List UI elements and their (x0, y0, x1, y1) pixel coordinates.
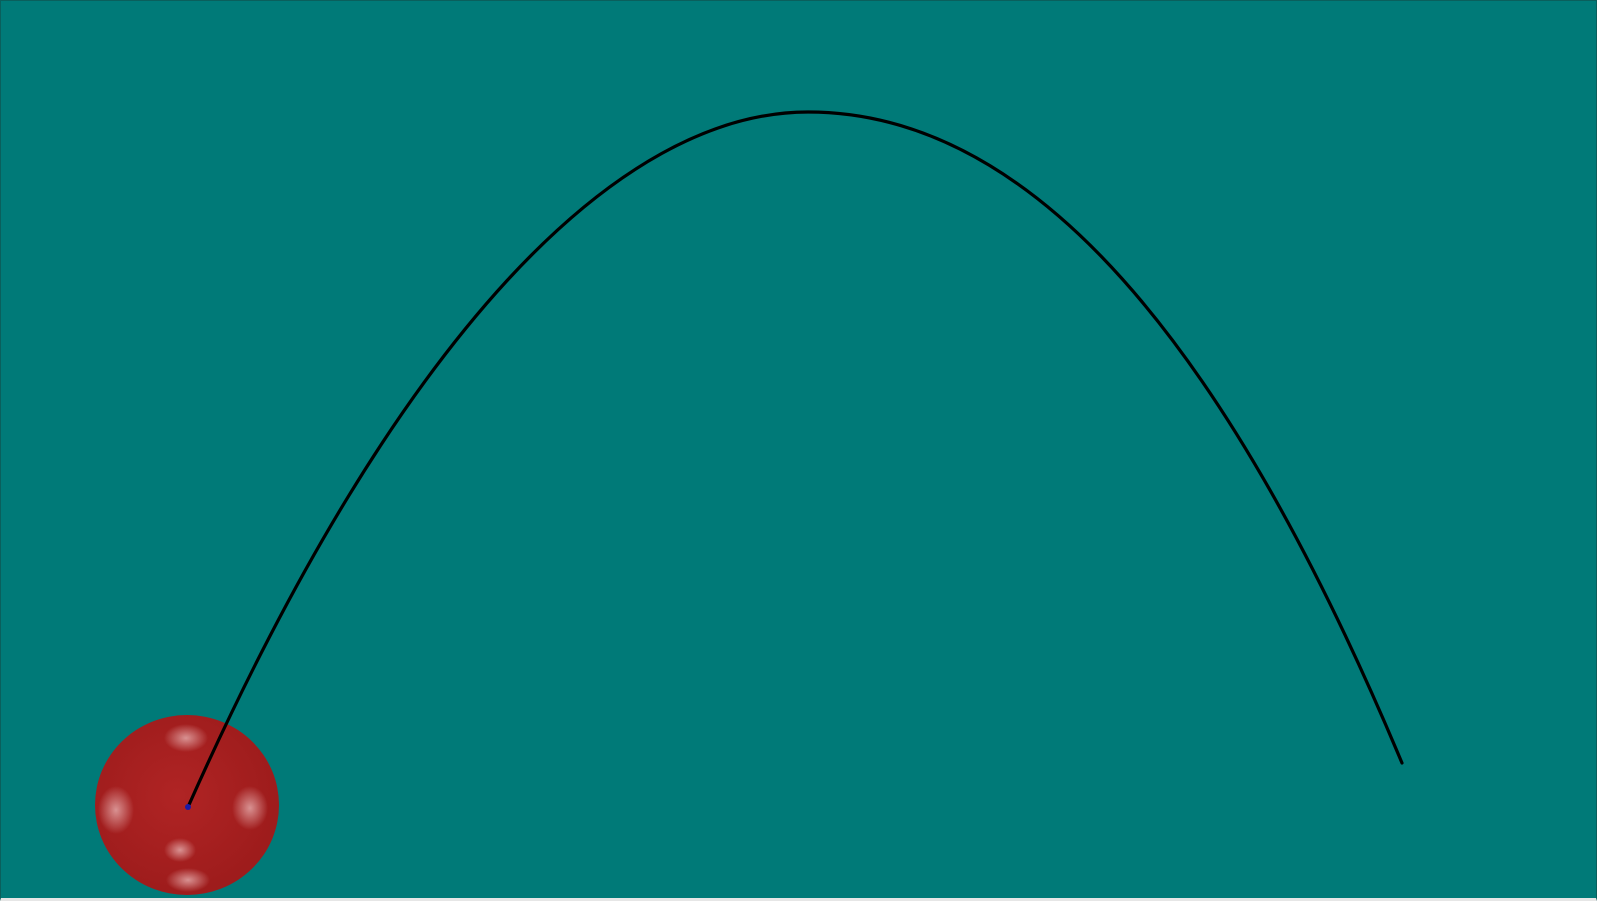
ball-highlight-right (232, 786, 268, 830)
trajectory-arc (186, 110, 1404, 809)
ball-highlight-left (98, 786, 134, 834)
ball-highlight-bottom (166, 868, 210, 892)
aim-point[interactable] (185, 804, 191, 810)
ball-highlights (98, 724, 268, 892)
ball-highlight-top (164, 724, 208, 752)
ball-highlight-center (164, 838, 196, 862)
